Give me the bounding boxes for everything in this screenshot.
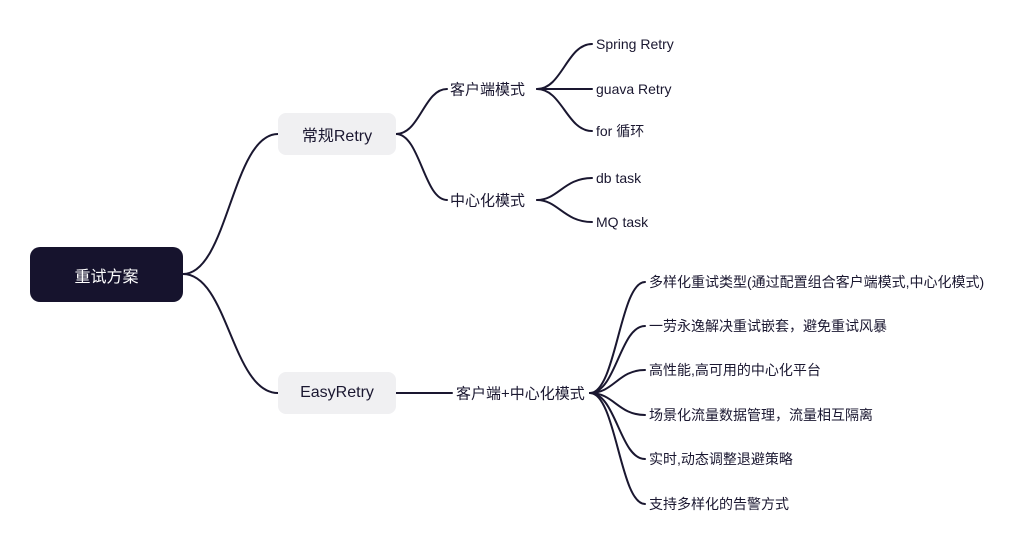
connector-regular-to-centralized-mode xyxy=(395,133,448,201)
connector-root-to-easyretry xyxy=(182,273,279,394)
leaf-label: 多样化重试类型(通过配置组合客户端模式,中心化模式) xyxy=(649,274,985,290)
leaf-feature-high-performance-platform[interactable]: 高性能,高可用的中心化平台 xyxy=(649,360,821,380)
connector-client-to-spring-retry xyxy=(536,43,593,90)
root-node-label: 重试方案 xyxy=(74,268,139,286)
leaf-db-task[interactable]: db task xyxy=(596,170,641,186)
leaf-mq-task[interactable]: MQ task xyxy=(596,214,648,230)
leaf-feature-diverse-alerting[interactable]: 支持多样化的告警方式 xyxy=(649,494,789,514)
connector-combined-to-feature-6 xyxy=(589,392,646,505)
node-label: 客户端+中心化模式 xyxy=(456,385,585,403)
connector-combined-to-feature-5 xyxy=(589,392,646,460)
node-label: 中心化模式 xyxy=(450,192,526,210)
node-client-mode[interactable]: 客户端模式 xyxy=(450,79,525,100)
leaf-feature-solve-retry-nesting[interactable]: 一劳永逸解决重试嵌套，避免重试风暴 xyxy=(649,316,887,336)
connector-combined-to-feature-1 xyxy=(589,281,646,394)
root-node-retry-plan[interactable]: 重试方案 xyxy=(30,247,183,302)
leaf-label: db task xyxy=(596,170,642,186)
leaf-feature-traffic-isolation[interactable]: 场景化流量数据管理，流量相互隔离 xyxy=(649,405,873,425)
branch-node-regular-retry[interactable]: 常规Retry xyxy=(278,113,396,155)
node-centralized-mode[interactable]: 中心化模式 xyxy=(450,190,525,211)
leaf-feature-dynamic-backoff[interactable]: 实时,动态调整退避策略 xyxy=(649,449,793,469)
connector-client-to-for-loop xyxy=(536,88,593,132)
leaf-label: Spring Retry xyxy=(596,36,674,52)
node-label: 客户端模式 xyxy=(450,81,526,99)
leaf-label: MQ task xyxy=(596,214,649,230)
leaf-label: 支持多样化的告警方式 xyxy=(649,496,789,512)
leaf-guava-retry[interactable]: guava Retry xyxy=(596,81,671,97)
leaf-label: 高性能,高可用的中心化平台 xyxy=(649,362,821,378)
node-client-plus-centralized-mode[interactable]: 客户端+中心化模式 xyxy=(456,383,585,404)
leaf-spring-retry[interactable]: Spring Retry xyxy=(596,36,674,52)
leaf-label: 实时,动态调整退避策略 xyxy=(649,451,793,467)
leaf-for-loop[interactable]: for 循环 xyxy=(596,121,644,141)
connector-combined-to-feature-2 xyxy=(589,325,646,394)
connector-combined-to-feature-4 xyxy=(589,392,646,416)
connector-centralized-to-db-task xyxy=(536,177,593,201)
leaf-label: for 循环 xyxy=(596,123,645,139)
connector-regular-to-client-mode xyxy=(395,88,448,135)
leaf-feature-diverse-retry-types[interactable]: 多样化重试类型(通过配置组合客户端模式,中心化模式) xyxy=(649,272,984,292)
branch-node-easyretry[interactable]: EasyRetry xyxy=(278,372,396,414)
leaf-label: 场景化流量数据管理，流量相互隔离 xyxy=(649,407,873,423)
branch-node-label: EasyRetry xyxy=(300,384,374,401)
leaf-label: guava Retry xyxy=(596,81,672,97)
branch-node-label: 常规Retry xyxy=(301,128,373,145)
connector-centralized-to-mq-task xyxy=(536,199,593,223)
connector-combined-to-feature-3 xyxy=(589,369,646,394)
connector-root-to-regular-retry xyxy=(182,133,279,275)
leaf-label: 一劳永逸解决重试嵌套，避免重试风暴 xyxy=(649,318,887,334)
